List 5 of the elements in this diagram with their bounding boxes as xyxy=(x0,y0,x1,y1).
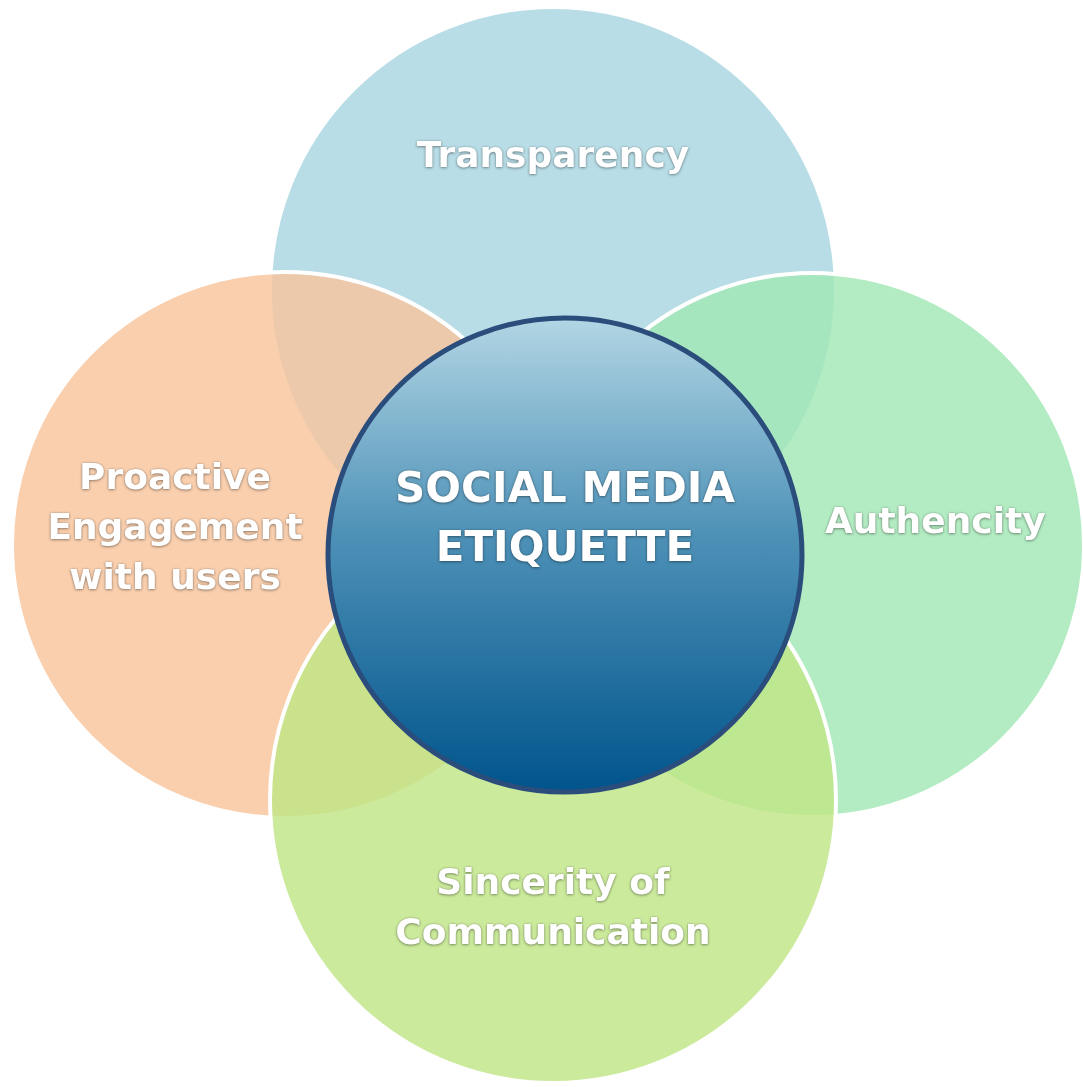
center-title: SOCIAL MEDIA ETIQUETTE xyxy=(394,462,736,573)
circle-label: Proactive Engagement with users xyxy=(46,454,304,600)
circle-label: Sincerity of Communication xyxy=(394,860,712,955)
circle-label: Authencity xyxy=(823,498,1047,543)
circle-label: Transparency xyxy=(415,133,691,178)
